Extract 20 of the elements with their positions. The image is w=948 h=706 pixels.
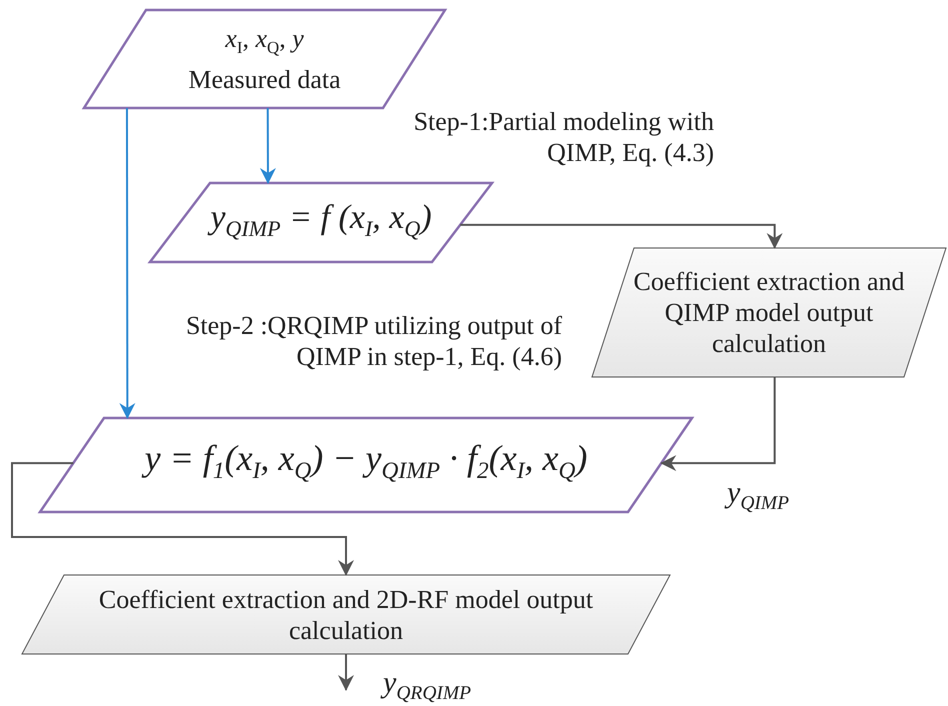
step-note: Step-2 :QRQIMP utilizing output of QIMP in step-1, Eq. (4.6): [184, 310, 562, 372]
parallelogram-box: [592, 248, 946, 377]
arrow: [260, 108, 276, 184]
arrow: [460, 224, 783, 249]
parallelogram-box: [84, 10, 445, 108]
equation: y$_{QIMP}$ = f (x$_{I}$, x$_{Q}$): [210, 196, 432, 248]
parallelogram-box: [150, 183, 492, 262]
arrow: [11, 462, 354, 576]
arrow: [338, 654, 354, 691]
arrow: [660, 377, 776, 472]
edge-label: y$_{QIMP}$: [727, 476, 790, 515]
arrow: [119, 108, 136, 419]
node-text: Coefficient extraction and 2D-RF model output calculation: [98, 584, 594, 646]
edge-label: y$_{QRQIMP}$: [383, 666, 472, 705]
parallelogram-box: [40, 418, 692, 512]
node-text: x$_{I}$, x$_{Q}$, y: [225, 23, 304, 60]
node-text: Measured data: [188, 64, 341, 95]
node-text: Coefficient extraction and QIMP model output calculation: [632, 266, 906, 359]
parallelogram-box: [22, 575, 670, 654]
step-note: Step-1:Partial modeling with QIMP, Eq. (4.3): [412, 106, 714, 168]
